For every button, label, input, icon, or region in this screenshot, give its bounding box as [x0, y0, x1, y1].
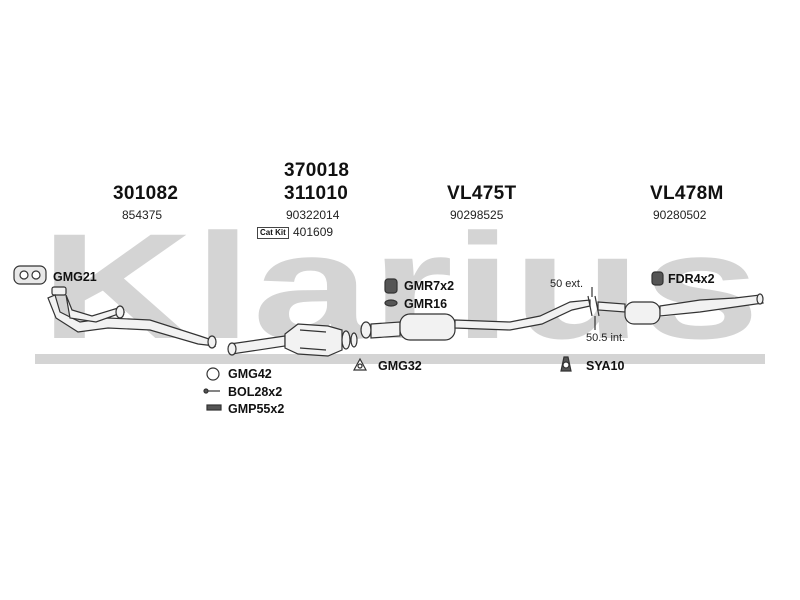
- watermark-underline: [35, 354, 765, 364]
- part-number-front-pipe: 301082: [113, 183, 179, 204]
- gasket-gmg32-icon: [352, 357, 368, 371]
- oe-number-centre: 90298525: [450, 208, 504, 222]
- part-number-rear: VL478M: [650, 183, 724, 204]
- front-pipe: [47, 286, 217, 349]
- oe-number-front-pipe: 854375: [122, 208, 163, 222]
- gasket-gmg21-icon: [13, 265, 47, 285]
- catalytic-converter: [227, 323, 358, 357]
- label-bol28x2: BOL28x2: [228, 385, 283, 399]
- label-gmr16: GMR16: [404, 297, 448, 311]
- label-sya10: SYA10: [586, 359, 625, 373]
- rubber-mount-gmr7x2-icon: [384, 278, 398, 294]
- dimension-ext: 50 ext.: [550, 278, 584, 290]
- dimension-int: 50.5 int.: [586, 332, 626, 344]
- cat-kit-badge: Cat Kit: [257, 227, 289, 239]
- oe-number-rear: 90280502: [653, 208, 707, 222]
- rear-silencer: [597, 293, 764, 325]
- bolt-bol28x2-icon: [203, 388, 220, 394]
- gasket-gmg42-icon: [206, 367, 220, 381]
- label-fdr4x2: FDR4x2: [668, 272, 715, 286]
- rubber-mount-gmr16-icon: [384, 299, 398, 307]
- clamp-gmp55x2-icon: [206, 404, 222, 411]
- joint-split-marks: [587, 287, 600, 330]
- label-gmg42: GMG42: [228, 367, 272, 381]
- klarius-watermark: Klarius: [40, 202, 760, 370]
- part-number-cat: 311010: [284, 183, 349, 204]
- cat-kit-number: 401609: [293, 225, 334, 239]
- part-number-cat-alt: 370018: [284, 160, 350, 181]
- label-gmg32: GMG32: [378, 359, 422, 373]
- oe-number-cat: 90322014: [286, 208, 340, 222]
- rubber-mount-fdr4x2-icon: [651, 271, 664, 286]
- label-gmg21: GMG21: [53, 270, 97, 284]
- label-gmp55x2: GMP55x2: [228, 402, 285, 416]
- label-gmr7x2: GMR7x2: [404, 279, 455, 293]
- part-number-centre: VL475T: [447, 183, 517, 204]
- clamp-sya10-icon: [560, 356, 572, 372]
